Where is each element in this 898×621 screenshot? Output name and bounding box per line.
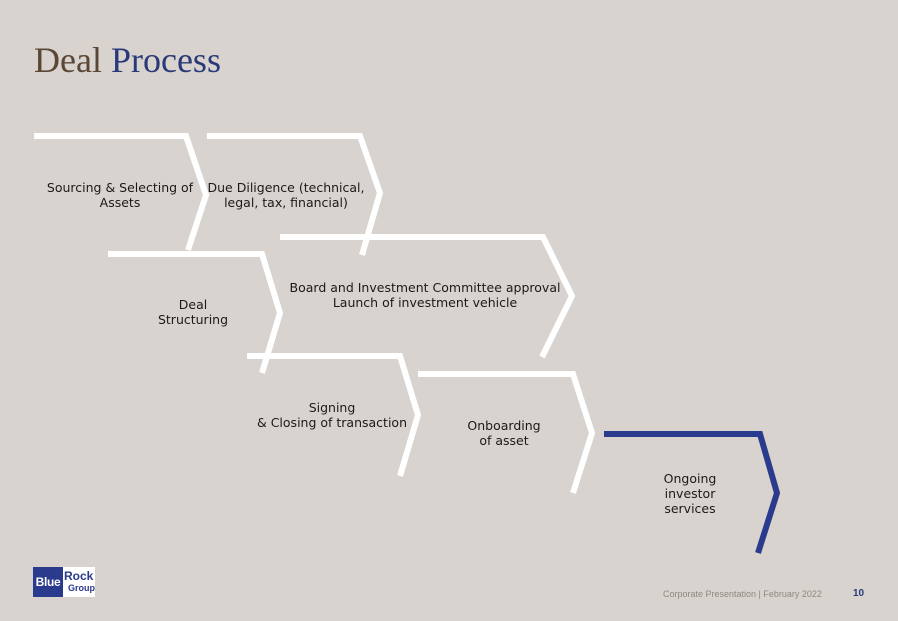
step-signing-label: Signing & Closing of transaction [257,400,407,430]
chevron-deal-structuring [108,251,284,374]
logo-group-text: Group [68,583,95,593]
chevron-board [280,234,576,359]
step-line: investor [664,486,716,501]
chevron-ongoing [604,431,781,554]
step-line: Onboarding [467,418,541,433]
step-sourcing-label: Sourcing & Selecting of Assets [47,180,193,210]
step-line: Due Diligence (technical, [207,180,365,195]
title-word-process: Process [110,40,221,80]
logo-rock-text: Rock [64,569,94,583]
step-line: Signing [308,400,356,415]
chevron-onboarding [418,371,596,494]
title-word-deal: Deal [34,40,102,80]
page-title: Deal Process [34,38,221,82]
bluerock-logo: Blue Rock Group [33,567,95,597]
step-deal-structuring-label: Deal Structuring [158,297,228,327]
step-line: Sourcing & Selecting of [46,180,194,195]
step-line: Structuring [157,312,229,327]
chevron-due-diligence [207,133,384,256]
step-line: services [664,501,716,516]
chevron-sourcing [34,133,210,251]
step-line: of asset [479,433,529,448]
step-line: Board and Investment Committee approval [289,280,561,295]
step-line: Launch of investment vehicle [332,295,518,310]
page-number: 10 [853,588,865,599]
step-ongoing-services-label: Ongoing investor services [664,471,717,516]
step-line: legal, tax, financial) [224,195,348,210]
footer-text: Corporate Presentation | February 2022 [663,589,822,599]
logo-blue-block: Blue [33,567,63,597]
step-line: Ongoing [663,471,717,486]
logo-rock-group: Rock Group [63,567,95,597]
chevron-signing [247,353,422,477]
step-onboarding-label: Onboarding of asset [467,418,540,448]
step-line: Deal [178,297,208,312]
step-line: Assets [99,195,141,210]
step-board-approval-label: Board and Investment Committee approval … [290,280,561,310]
step-due-diligence-label: Due Diligence (technical, legal, tax, fi… [208,180,365,210]
step-line: & Closing of transaction [256,415,408,430]
